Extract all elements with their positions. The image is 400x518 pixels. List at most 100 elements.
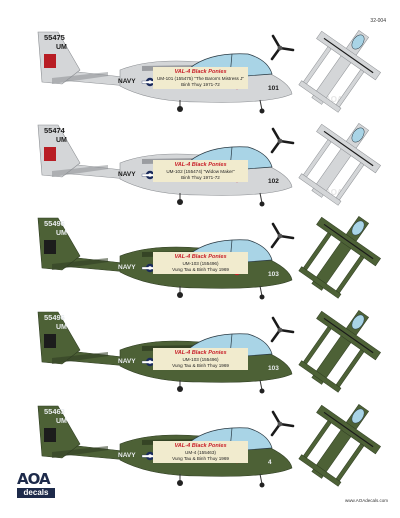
caption-4-line1: UM-103 (155496) [182, 357, 219, 362]
top-view [298, 30, 381, 113]
watermark-text: AOA [325, 188, 343, 197]
main-wheel [177, 386, 183, 392]
top-view-wing-stripe [323, 317, 374, 354]
tail-serial: 55496 [44, 313, 65, 322]
tail-serial: 55475 [44, 33, 65, 42]
squadron-emblem [44, 147, 56, 161]
caption-3-line1: UM-103 (155496) [182, 261, 219, 266]
main-wheel [177, 292, 183, 298]
horizontal-stabilizer [52, 258, 108, 270]
top-view-wing-stripe [323, 130, 374, 167]
nose-gear [259, 473, 263, 485]
caption-4-line2: Vung Tau & Binh Thuy 1969 [172, 362, 229, 368]
insignia-star [148, 80, 152, 84]
top-view [298, 123, 381, 206]
caption-1: VAL-4 Black Ponies UM-101 (155475) "The … [153, 67, 248, 90]
nose-number: 102 [268, 178, 279, 185]
horizontal-stabilizer [52, 165, 108, 177]
footer-url: www.AOAdecals.com [344, 498, 388, 503]
horizontal-stabilizer [52, 72, 108, 84]
aoa-decals-logo: AOA decals [17, 472, 57, 502]
main-wheel [177, 106, 183, 112]
main-wheel [177, 199, 183, 205]
caption-2: VAL-4 Black Ponies UM-102 (155474) "Wido… [153, 160, 248, 183]
caption-1-line1: UM-101 (155475) "The Baron's Mistress J" [156, 76, 245, 81]
insignia-star [148, 173, 152, 177]
caption-3: VAL-4 Black Ponies UM-103 (155496) Vung … [153, 252, 248, 275]
propeller-hub [277, 45, 283, 51]
nose-wheel [259, 482, 265, 488]
nose-wheel [259, 108, 265, 114]
tail-code: UM [56, 418, 67, 425]
tail-code: UM [56, 230, 67, 237]
nose-wheel [259, 201, 265, 207]
navy-marking: NAVY [118, 452, 136, 459]
caption-5-line1: UM-4 (155463) [185, 450, 216, 455]
navy-marking: NAVY [118, 358, 136, 365]
squadron-emblem [44, 54, 56, 68]
top-view [298, 404, 381, 487]
caption-2-line2: Binh Thuy 1971-72 [181, 174, 220, 180]
tail-serial: 55474 [44, 126, 66, 135]
nose-gear [259, 379, 263, 391]
nose-gear [259, 99, 263, 111]
nose-number: 103 [268, 271, 279, 278]
tail-code: UM [56, 324, 67, 331]
top-view-wing-stripe [323, 411, 374, 448]
top-view-stabilizer [298, 266, 342, 299]
top-view-canopy [351, 34, 365, 50]
caption-5-title: VAL-4 Black Ponies [174, 443, 227, 449]
caption-1-title: VAL-4 Black Ponies [174, 69, 227, 75]
nose-wheel [259, 388, 265, 394]
caption-5: VAL-4 Black Ponies UM-4 (155463) Vung Ta… [153, 441, 248, 464]
squadron-emblem [44, 334, 56, 348]
insignia-star [148, 266, 152, 270]
sheet-code: 32-004 [370, 18, 386, 24]
propeller-hub [277, 421, 283, 427]
top-view-stabilizer [298, 173, 342, 206]
navy-marking: NAVY [118, 78, 136, 85]
tail-code: UM [56, 137, 67, 144]
horizontal-stabilizer [52, 446, 108, 458]
top-view-wing-stripe [323, 223, 374, 260]
propeller-hub [277, 233, 283, 239]
caption-5-line2: Vung Tau & Binh Thuy 1969 [172, 455, 229, 461]
top-view-canopy [351, 127, 365, 143]
nose-wheel [259, 294, 265, 300]
top-view-canopy [351, 408, 365, 424]
nose-gear [259, 192, 263, 204]
tail-serial: 55496 [44, 219, 65, 228]
watermark-text: AOA [325, 95, 343, 104]
insignia-star [148, 360, 152, 364]
top-view-canopy [351, 314, 365, 330]
nose-number: 101 [268, 85, 279, 92]
top-view-stabilizer [298, 454, 342, 487]
navy-marking: NAVY [118, 264, 136, 271]
insignia-star [148, 454, 152, 458]
top-view-stabilizer [298, 80, 342, 113]
caption-2-title: VAL-4 Black Ponies [174, 162, 227, 168]
horizontal-stabilizer [52, 352, 108, 364]
caption-1-line2: Binh Thuy 1971-72 [181, 81, 220, 87]
caption-3-title: VAL-4 Black Ponies [174, 254, 227, 260]
top-view [298, 216, 381, 299]
tail-code: UM [56, 44, 67, 51]
top-view-stabilizer [298, 360, 342, 393]
tail-serial: 55463 [44, 407, 65, 416]
propeller-hub [277, 327, 283, 333]
logo-decals-text: decals [17, 488, 55, 498]
navy-marking: NAVY [118, 171, 136, 178]
main-wheel [177, 480, 183, 486]
caption-4: VAL-4 Black Ponies UM-103 (155496) Vung … [153, 348, 248, 371]
squadron-emblem [44, 428, 56, 442]
caption-4-title: VAL-4 Black Ponies [174, 350, 227, 356]
propeller-hub [277, 138, 283, 144]
nose-gear [259, 285, 263, 297]
top-view [298, 310, 381, 393]
logo-aoa-text: AOA [17, 470, 51, 488]
caption-3-line2: Vung Tau & Binh Thuy 1969 [172, 266, 229, 272]
top-view-canopy [351, 220, 365, 236]
nose-number: 4 [268, 459, 272, 466]
top-view-wing-stripe [323, 37, 374, 74]
